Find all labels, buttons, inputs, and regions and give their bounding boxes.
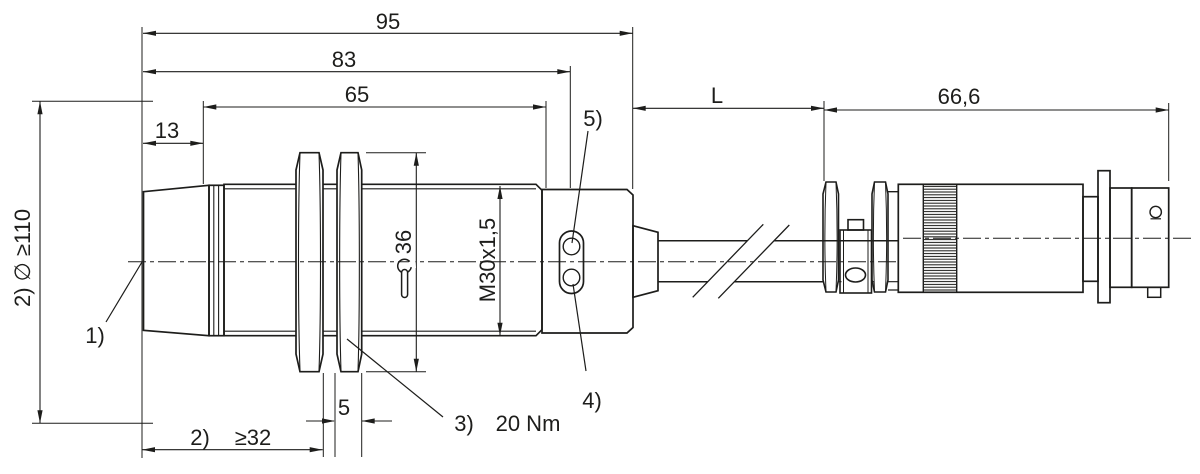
dim-text-5: 5 — [338, 395, 350, 420]
collar — [208, 184, 225, 337]
center-lines — [128, 237, 1193, 263]
dim-text-diameter-110: 2) ∅ ≥110 — [10, 209, 35, 307]
callout-5: 5) — [583, 106, 603, 131]
clamp-tab — [847, 218, 865, 231]
dim-text-min32: ≥32 — [235, 425, 272, 450]
dimension-texts: 95 83 65 13 L 66,6 5 2) ≥32 2) ∅ ≥110 36… — [10, 9, 980, 450]
callout-1: 1) — [85, 323, 105, 348]
leader-lines — [105, 130, 589, 418]
leader-3 — [346, 338, 444, 418]
dim-text-L: L — [711, 83, 723, 108]
sensor-body — [142, 183, 634, 337]
dim-text-65: 65 — [345, 82, 369, 107]
dimension-lines — [39, 32, 1169, 451]
dim-text-83: 83 — [332, 47, 356, 72]
dim-text-66-6: 66,6 — [938, 84, 981, 109]
leader-1 — [105, 261, 143, 323]
connector-flange — [1097, 169, 1111, 304]
clamp-hole — [844, 267, 867, 283]
dim-text-M30: M30x1,5 — [475, 218, 500, 302]
note-ref-2-bottom: 2) — [190, 425, 210, 450]
callout-4: 4) — [582, 388, 602, 413]
dim-text-13: 13 — [155, 118, 179, 143]
connector-end-block — [1130, 187, 1170, 289]
led-window — [558, 230, 585, 295]
sensing-head — [142, 184, 210, 337]
connector — [897, 169, 1170, 304]
connector-step — [1082, 195, 1099, 283]
leader-5 — [571, 130, 589, 244]
callout-texts: 1) 3) 20 Nm 4) 5) — [85, 106, 603, 436]
connector-pin-hole — [1149, 205, 1163, 219]
callout-3: 3) — [454, 411, 474, 436]
led-indicator-upper — [562, 237, 581, 256]
cable-clamp — [822, 181, 899, 294]
dimension-arrowheads — [37, 30, 1169, 453]
leader-4 — [572, 283, 587, 372]
rear-housing — [541, 188, 634, 334]
connector-neck — [1109, 187, 1133, 289]
connector-key-notch — [1146, 286, 1162, 299]
cable-gland — [632, 224, 659, 299]
dim-text-36: 36 — [391, 230, 416, 254]
callout-3-torque: 20 Nm — [496, 411, 561, 436]
dim-text-95: 95 — [376, 9, 400, 34]
led-indicator-lower — [562, 268, 581, 287]
wrench-icon — [396, 257, 416, 299]
